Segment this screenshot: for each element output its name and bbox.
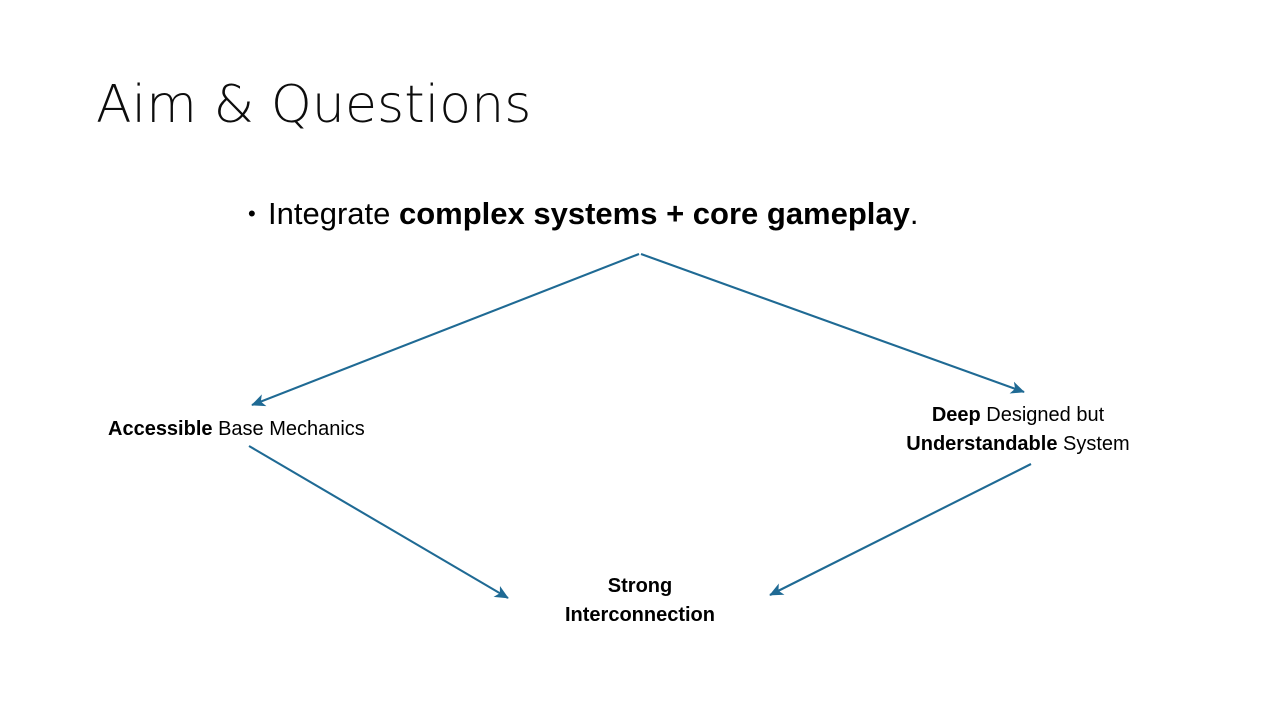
bullet-lead-text: Integrate	[268, 196, 399, 231]
node-deep-emphasis-1: Deep	[931, 404, 981, 426]
bullet-list-item: • Integrate complex systems + core gamep…	[248, 193, 919, 235]
diagram-node-accessible: Accessible Base Mechanics	[108, 415, 408, 444]
diagram-node-deep: Deep Designed but Understandable System	[880, 401, 1156, 459]
node-accessible-emphasis: Accessible	[108, 418, 213, 440]
arrow-apex-to-accessible	[251, 253, 640, 407]
arrow-deep-to-strong	[769, 463, 1032, 596]
node-deep-line-1: Deep Designed but	[880, 401, 1156, 430]
bullet-dot-icon: •	[248, 201, 256, 226]
page-title: Aim & Questions	[96, 75, 532, 135]
node-deep-line-2: Understandable System	[880, 430, 1156, 459]
node-deep-emphasis-2: Understandable	[906, 433, 1058, 455]
node-deep-rest-1: Designed but	[980, 404, 1105, 426]
bullet-emphasis-text: complex systems + core gameplay	[398, 196, 910, 231]
node-strong-line-1: Strong	[607, 575, 673, 597]
arrow-apex-to-deep	[640, 253, 1025, 394]
node-accessible-line: Accessible Base Mechanics	[108, 415, 408, 444]
bullet-trail-text: .	[909, 196, 919, 231]
bullet-item-text: Integrate complex systems + core gamepla…	[268, 193, 919, 235]
arrow-accessible-to-strong	[248, 445, 509, 599]
node-deep-rest-2: System	[1057, 433, 1130, 455]
node-accessible-rest: Base Mechanics	[212, 418, 365, 440]
diagram-node-strong: Strong Interconnection	[540, 572, 740, 630]
node-strong-line-2: Interconnection	[564, 604, 715, 626]
